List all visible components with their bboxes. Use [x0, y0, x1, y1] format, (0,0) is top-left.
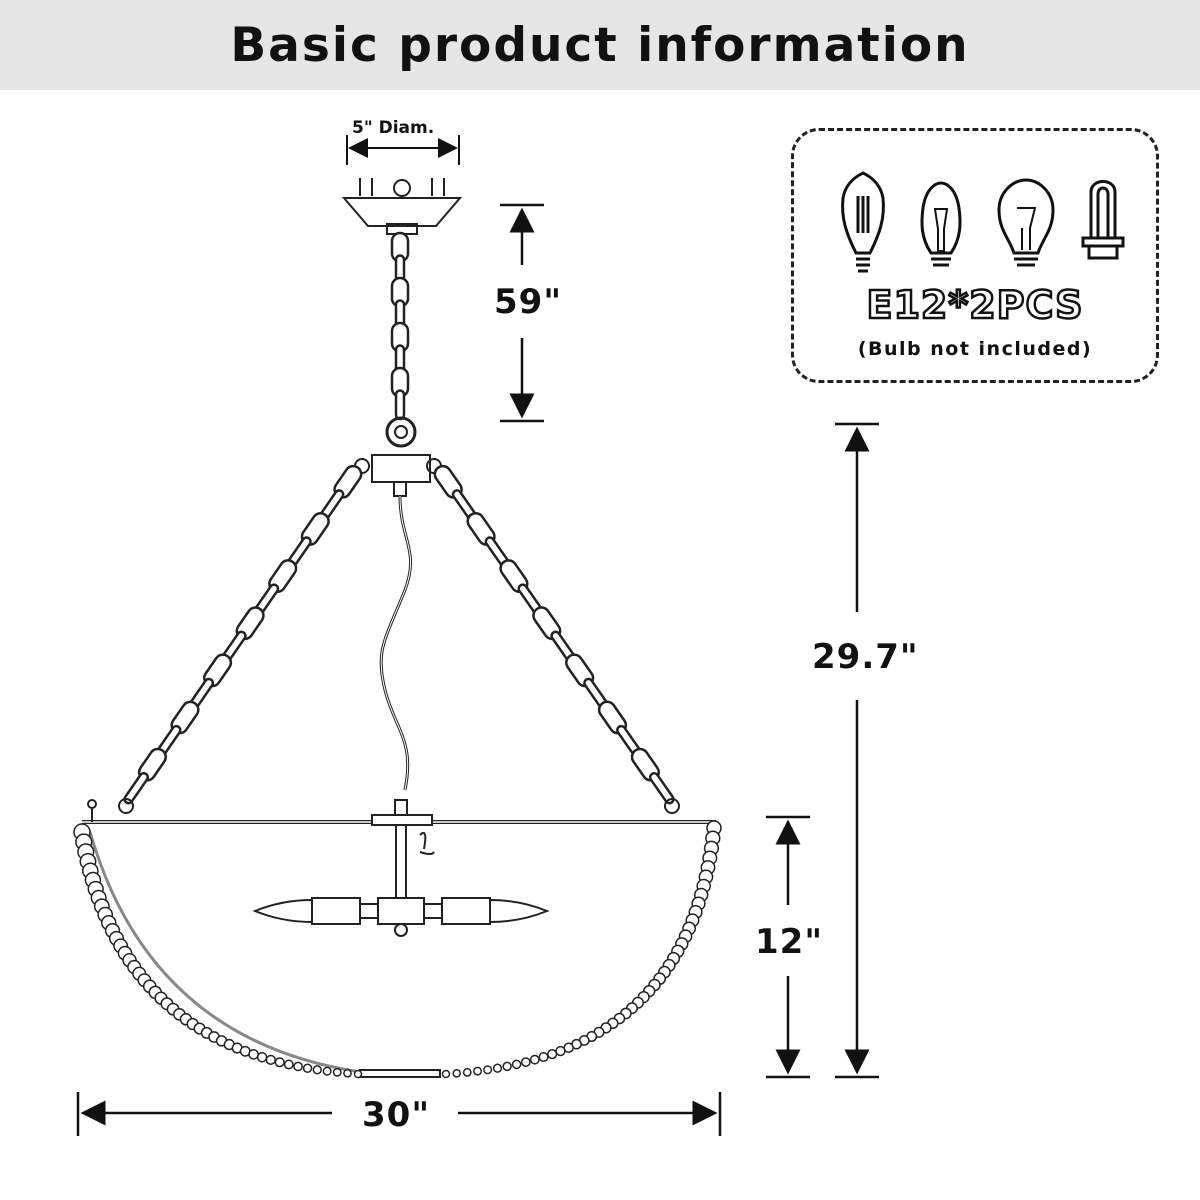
- chain-link: [394, 389, 406, 421]
- bulb-info-box: E12*2PCS (Bulb not included): [791, 128, 1159, 383]
- page-title: Basic product information: [230, 17, 970, 73]
- edison-bulb-icon: [841, 171, 885, 273]
- bead: [322, 1066, 332, 1076]
- body-height-dimension: [766, 815, 810, 1079]
- bead: [511, 1059, 522, 1070]
- cfl-bulb-icon: [1081, 180, 1125, 260]
- bead-strands: [73, 820, 722, 1079]
- bulb-spec: E12*2PCS: [865, 282, 1084, 329]
- canopy-diameter-label: 5" Diam.: [352, 118, 435, 138]
- bead: [265, 1054, 276, 1065]
- bead: [483, 1065, 493, 1075]
- bead: [538, 1051, 549, 1063]
- bead: [274, 1057, 285, 1068]
- bead: [302, 1063, 313, 1073]
- bead: [555, 1045, 566, 1057]
- bead: [502, 1061, 512, 1072]
- width-dimension: [76, 1092, 722, 1136]
- canopy-dimension-line: [346, 135, 460, 165]
- bead: [547, 1049, 558, 1060]
- bead: [353, 1069, 363, 1079]
- hanging-chain: [390, 231, 410, 421]
- bead: [441, 1069, 451, 1079]
- chain-length-dimension: [500, 203, 544, 423]
- standard-bulb-icon: [997, 178, 1055, 267]
- bead: [256, 1051, 268, 1063]
- bead: [492, 1063, 503, 1073]
- bead: [293, 1061, 303, 1072]
- bead: [520, 1057, 531, 1068]
- bead: [343, 1068, 352, 1078]
- bulb-note: (Bulb not included): [857, 338, 1093, 360]
- bead: [312, 1065, 322, 1075]
- total-height-label: 29.7": [812, 637, 919, 677]
- bead: [332, 1067, 342, 1077]
- side-chains: [123, 464, 675, 805]
- bead: [452, 1068, 462, 1078]
- hub: [354, 416, 442, 497]
- power-cord: [379, 495, 413, 791]
- chain-link: [123, 772, 149, 805]
- bead: [462, 1067, 472, 1077]
- canopy: [341, 178, 463, 235]
- chain-link: [648, 771, 675, 805]
- total-height-dimension: [835, 422, 879, 1079]
- bead: [473, 1066, 483, 1076]
- chain-length-label: 59": [494, 282, 563, 322]
- candle-cluster: [252, 799, 550, 937]
- bead: [529, 1054, 540, 1065]
- header-band: Basic product information: [0, 0, 1200, 90]
- bead: [248, 1049, 259, 1060]
- width-label: 30": [362, 1095, 431, 1135]
- bead: [283, 1059, 294, 1070]
- candle-bulb-icon: [920, 181, 962, 267]
- body-height-label: 12": [755, 922, 824, 962]
